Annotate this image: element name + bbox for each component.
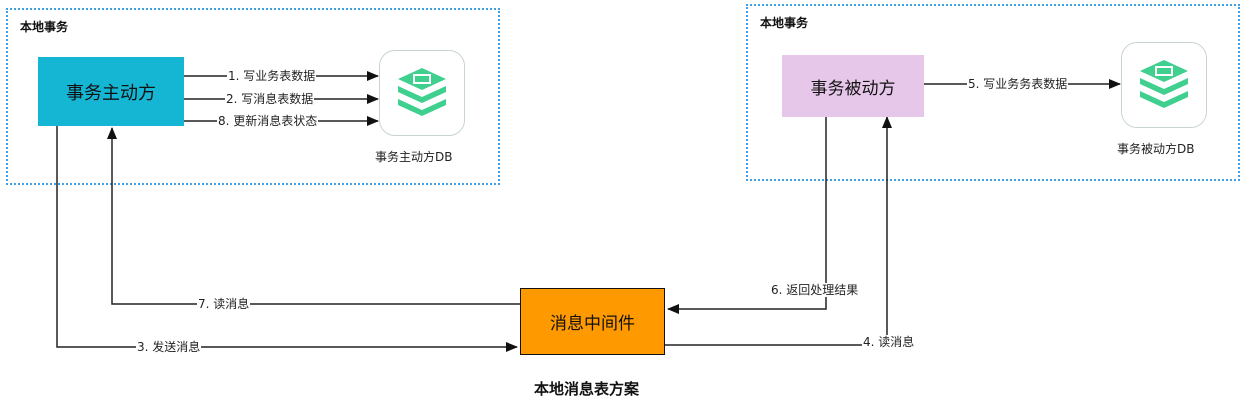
group-label: 本地事务 — [20, 20, 69, 34]
initiator-label: 事务主动方 — [66, 82, 156, 104]
initiator-db-icon — [379, 50, 465, 136]
stack-database-icon — [398, 68, 446, 116]
edge-label-step3: 3. 发送消息 — [136, 340, 202, 354]
participant-node: 事务被动方 — [782, 55, 924, 117]
diagram-title: 本地消息表方案 — [534, 380, 640, 398]
initiator-db-caption: 事务主动方DB — [375, 150, 453, 164]
edge-label-step4: 4. 读消息 — [862, 335, 916, 349]
participant-db-caption: 事务被动方DB — [1117, 142, 1195, 156]
edge-step3 — [56, 126, 518, 352]
edge-step4 — [665, 116, 892, 346]
group-label: 本地事务 — [760, 16, 809, 30]
middleware-node: 消息中间件 — [520, 288, 665, 355]
edge-label-step5: 5. 写业务务表数据 — [967, 77, 1069, 91]
initiator-node: 事务主动方 — [38, 57, 184, 126]
edge-label-step7: 7. 读消息 — [197, 297, 251, 311]
participant-db-icon — [1121, 42, 1207, 128]
right-local-transaction-group: 本地事务 — [746, 4, 1240, 181]
left-local-transaction-group: 本地事务 — [6, 8, 500, 185]
edge-label-step2: 2. 写消息表数据 — [225, 92, 315, 106]
participant-label: 事务被动方 — [810, 78, 896, 99]
edge-step6 — [667, 117, 827, 314]
edge-label-step1: 1. 写业务表数据 — [227, 69, 317, 83]
edge-label-step8: 8. 更新消息表状态 — [217, 114, 319, 128]
edge-label-step6: 6. 返回处理结果 — [770, 283, 860, 297]
middleware-label: 消息中间件 — [550, 314, 635, 334]
edge-step7 — [107, 127, 520, 305]
stack-database-icon — [1140, 60, 1188, 108]
